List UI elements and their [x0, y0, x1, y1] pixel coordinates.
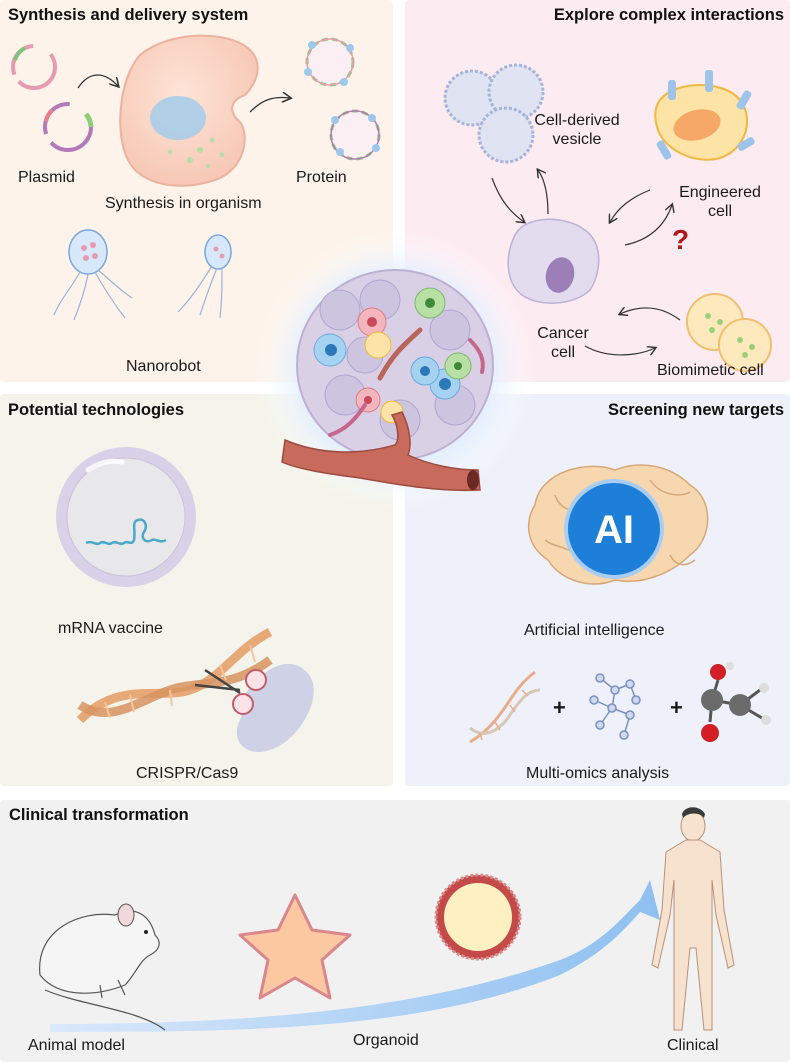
human-figure-icon	[651, 807, 735, 1031]
blood-vessel	[281, 411, 481, 492]
protein-vesicle-icon	[304, 37, 381, 161]
mrna-vaccine-label: mRNA vaccine	[58, 620, 163, 637]
engineered-label-line2: cell	[707, 203, 732, 220]
vesicle-label-line1: Cell-derived	[534, 112, 620, 129]
ai-badge: AI	[594, 508, 634, 552]
tumor-microenvironment-icon	[255, 230, 535, 510]
ai-label: Artificial intelligence	[524, 622, 665, 639]
synthesis-in-organism-label: Synthesis in organism	[105, 195, 262, 212]
biomimetic-cell-label: Biomimetic cell	[657, 362, 764, 379]
plus-sign-2: +	[670, 695, 683, 720]
mrna-vaccine-icon	[56, 447, 196, 587]
cancer-label-line1: Cancer	[537, 325, 589, 342]
nanorobot-icon	[53, 229, 232, 321]
organism-cell-icon	[119, 34, 259, 187]
vesicle-label-line2: vesicle	[552, 131, 602, 148]
star-organoid-icon	[238, 893, 352, 1000]
mouse-icon	[39, 903, 166, 1031]
plasmid-label: Plasmid	[18, 169, 75, 186]
nanorobot-label: Nanorobot	[126, 358, 201, 375]
screening-title: Screening new targets	[607, 401, 784, 419]
cancer-cell-icon	[507, 218, 600, 304]
crispr-label: CRISPR/Cas9	[136, 765, 239, 782]
synthesis-title: Synthesis and delivery system	[8, 6, 249, 24]
cancer-cell-label: Cancer cell	[523, 324, 603, 362]
round-organoid-icon	[434, 873, 522, 961]
crispr-scissors-icon	[76, 627, 314, 752]
molecule-icon	[701, 662, 771, 742]
clinical-title: Clinical transformation	[9, 806, 189, 824]
engineered-label-line1: Engineered	[679, 184, 761, 201]
question-mark: ?	[672, 224, 690, 255]
engineered-cell-label: Engineered cell	[668, 183, 772, 221]
vesicle-label: Cell-derived vesicle	[522, 111, 632, 149]
molecular-network-icon	[589, 673, 641, 740]
organoid-label: Organoid	[353, 1032, 419, 1049]
cell-derived-vesicle-icon	[443, 63, 545, 164]
technologies-title: Potential technologies	[8, 401, 185, 419]
plus-sign-1: +	[553, 695, 566, 720]
animal-model-label: Animal model	[28, 1037, 125, 1054]
cancer-label-line2: cell	[550, 344, 575, 361]
protein-label: Protein	[296, 169, 347, 186]
clinical-label: Clinical	[667, 1037, 719, 1054]
dna-helix-icon	[469, 670, 541, 744]
brain-icon	[527, 464, 709, 585]
biomimetic-cell-icon	[686, 293, 772, 372]
multi-omics-label: Multi-omics analysis	[526, 765, 670, 782]
interactions-title: Explore complex interactions	[553, 6, 784, 24]
plasmid-icon	[11, 44, 94, 152]
engineered-cell-icon	[654, 70, 755, 161]
